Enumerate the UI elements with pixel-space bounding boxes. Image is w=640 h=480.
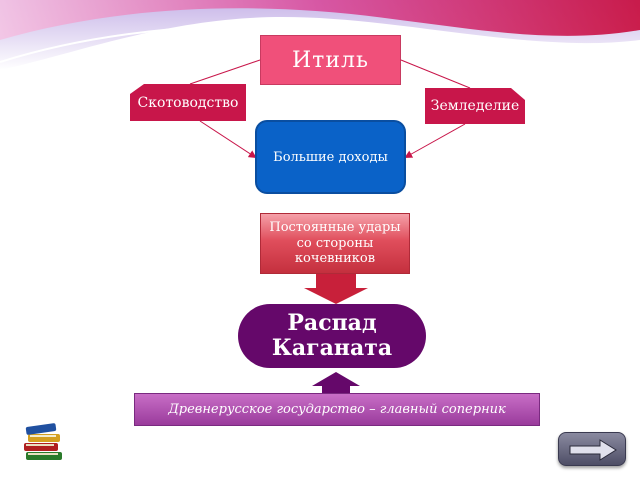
node-rus-label: Древнерусское государство – главный сопе… [168,402,506,417]
node-income: Большие доходы [255,120,406,194]
down-arrow [304,274,368,304]
node-raids: Постоянные удары со стороны кочевников [260,213,410,274]
node-income-label: Большие доходы [273,149,388,165]
node-itil: Итиль [260,35,401,85]
next-button[interactable] [558,432,626,466]
books-icon [22,420,66,464]
next-arrow-icon [569,439,617,461]
node-cattle: Скотоводство [130,84,246,121]
node-farming: Земледелие [425,88,525,124]
up-arrow [312,372,360,393]
node-raids-label: Постоянные удары со стороны кочевников [269,220,401,267]
node-collapse: Распад Каганата [238,304,426,368]
connector-cattle-income [199,120,257,159]
node-cattle-label: Скотоводство [137,94,239,111]
header-swoosh-pink [0,0,640,40]
node-farming-label: Земледелие [430,98,520,114]
node-itil-label: Итиль [292,47,369,73]
connector-itil-cattle [189,59,261,85]
node-rus: Древнерусское государство – главный сопе… [134,393,540,426]
connector-itil-farming [400,59,471,89]
node-collapse-label: Распад Каганата [271,309,393,361]
connector-farming-income [404,123,466,158]
